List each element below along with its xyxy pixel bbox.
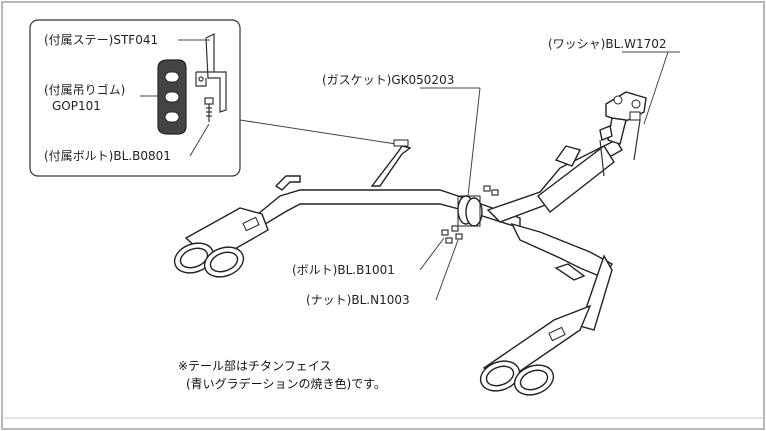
- label-washer: (ワッシャ)BL.W1702: [548, 37, 667, 51]
- small-bolt: [204, 97, 214, 122]
- accessory-detail-box: [29, 19, 241, 177]
- front-flange: [599, 91, 647, 177]
- exhaust-system: [173, 91, 647, 396]
- label-rubber-line1: (付属吊りゴム): [44, 82, 125, 97]
- note-line2: (青いグラデーションの焼き色)です。: [186, 376, 386, 391]
- rubber-hanger: [157, 59, 187, 135]
- gasket-joint: [457, 195, 483, 227]
- label-bolt-small: (付属ボルト)BL.B0801: [44, 149, 171, 163]
- label-nut: (ナット)BL.N1003: [306, 293, 410, 307]
- joint-bolts: [441, 185, 499, 244]
- label-gasket: (ガスケット)GK050203: [322, 73, 454, 87]
- note-line1: ※テール部はチタンフェイス: [178, 358, 331, 373]
- stay-bracket: [195, 33, 227, 113]
- label-stay: (付属ステー)STF041: [44, 33, 158, 47]
- label-rubber-line2: GOP101: [52, 99, 101, 113]
- label-bolt: (ボルト)BL.B1001: [292, 263, 395, 277]
